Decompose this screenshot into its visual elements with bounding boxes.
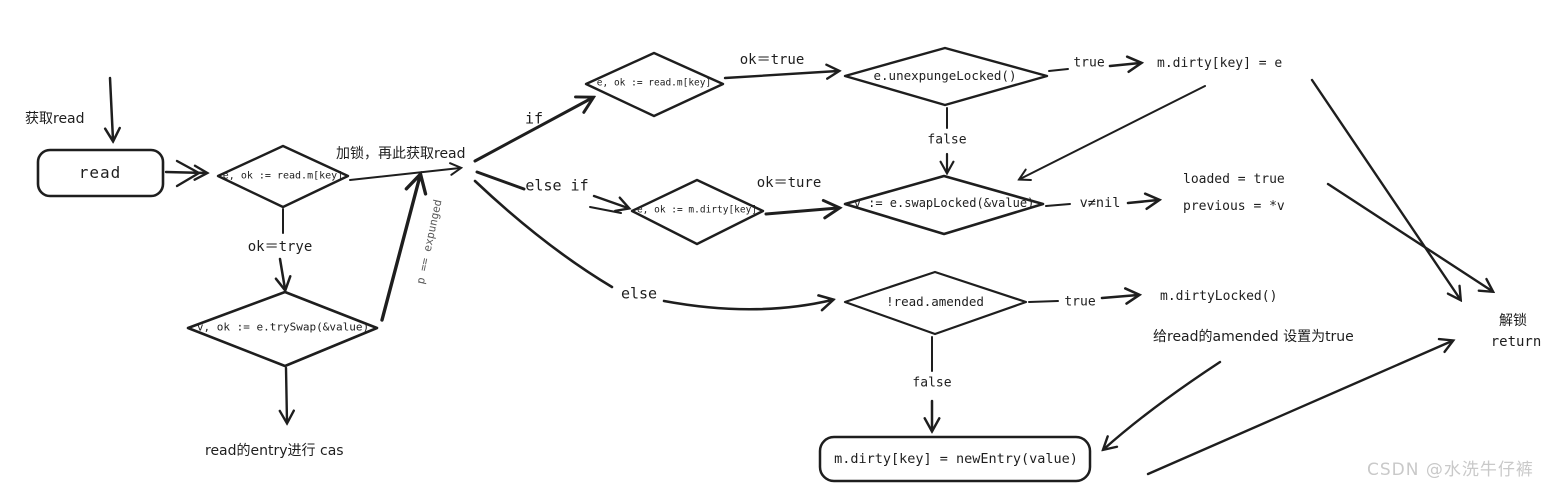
edge-label-if: if xyxy=(524,109,544,128)
node-swap-locked-label: v := e.swapLocked(&value) xyxy=(853,196,1035,211)
node-try-swap-label: v, ok := e.trySwap(&value) xyxy=(196,320,370,334)
edge-branch-if xyxy=(473,98,592,163)
edge-d1-to-branch xyxy=(349,168,460,181)
edge-true1-dash xyxy=(1048,68,1069,72)
node-unexpunge-locked-label: e.unexpungeLocked() xyxy=(873,67,1017,83)
annotation-read-entry-cas: read的entry进行 cas xyxy=(205,443,344,459)
diamond-swap-locked xyxy=(843,174,1045,236)
diamond-read-m-key-top xyxy=(216,144,350,209)
annotation-set-amended: 给read的amended 设置为true xyxy=(1153,329,1354,345)
edge-mdirtye-to-return xyxy=(1310,78,1460,299)
edge-oktrue-arrow xyxy=(723,71,838,78)
edge-true1-arrow xyxy=(1108,63,1140,66)
edge-label-ok-ture: ok＝ture xyxy=(756,174,822,191)
node-read-box xyxy=(36,148,165,198)
edge-read-to-d1-chevron xyxy=(175,159,201,188)
edge-label-v-not-nil: v≠nil xyxy=(1079,195,1121,212)
edge-vnil-arrow xyxy=(1126,200,1158,203)
edge-label-true-unexpunge: true xyxy=(1073,55,1105,71)
edge-mdirtye-to-swaplocked xyxy=(1020,85,1206,179)
edge-okture-arrow xyxy=(764,208,838,214)
edge-oktrye-arrow xyxy=(280,257,285,289)
csdn-watermark: CSDN @水洗牛仔裤 xyxy=(1367,460,1534,480)
edge-label-else: else xyxy=(620,284,658,303)
diamond-m-dirty-key xyxy=(630,178,765,246)
edge-label-false-unexpunge: false xyxy=(927,132,967,148)
annotation-get-read: 获取read xyxy=(25,111,85,127)
edge-branch-elseif-extra xyxy=(589,206,622,214)
annotation-previous-v: previous = *v xyxy=(1183,199,1285,214)
edge-label-ok-true: ok＝true xyxy=(739,51,805,68)
edge-branch-elseif-arrow xyxy=(592,194,628,208)
edge-label-false-amended: false xyxy=(912,375,952,391)
edge-expunged-up xyxy=(380,176,420,322)
diamond-read-m-key-if xyxy=(584,51,725,118)
annotation-return: return xyxy=(1490,333,1542,350)
node-new-entry-label: m.dirty[key] = newEntry(value) xyxy=(834,451,1078,468)
edge-entry-arrow xyxy=(110,76,113,140)
diamond-read-amended xyxy=(843,270,1028,336)
edge-true2-dash xyxy=(1028,300,1059,303)
diamond-unexpunge-locked xyxy=(843,46,1049,107)
edge-label-else-if: else if xyxy=(525,176,589,195)
node-read-amended-label: !read.amended xyxy=(886,293,984,309)
node-new-entry-box xyxy=(818,435,1092,483)
annotation-loaded-true: loaded = true xyxy=(1183,172,1285,187)
diamond-try-swap xyxy=(186,290,379,368)
annotation-unlock: 解锁 xyxy=(1499,312,1527,329)
edge-branch-else-stub xyxy=(473,179,614,289)
edge-label-ok-trye: ok＝trye xyxy=(247,238,313,255)
edge-label-true-amended: true xyxy=(1064,294,1096,310)
edge-loaded-to-return xyxy=(1326,182,1492,291)
edge-tryswap-down xyxy=(286,366,287,422)
node-m-dirty-key-label: e, ok := m.dirty[key] xyxy=(636,204,758,216)
edge-branch-else-arrow xyxy=(662,300,832,309)
node-read-m-key-top-label: e, ok := read.m[key] xyxy=(222,170,344,182)
annotation-m-dirty-e: m.dirty[key] = e xyxy=(1157,56,1283,71)
annotation-m-dirty-locked: m.dirtyLocked() xyxy=(1160,289,1278,304)
node-read-m-key-if-label: e, ok := read.m[key] xyxy=(596,77,712,89)
node-read-label: read xyxy=(78,162,122,182)
edge-vnil-dash xyxy=(1045,203,1071,207)
edge-amended-to-box xyxy=(1104,360,1222,449)
edge-true2-arrow xyxy=(1100,295,1138,298)
edge-box-to-return xyxy=(1146,341,1452,476)
edge-branch-elseif-stub xyxy=(475,170,526,191)
annotation-lock-again: 加锁，再此获取read xyxy=(336,146,466,162)
